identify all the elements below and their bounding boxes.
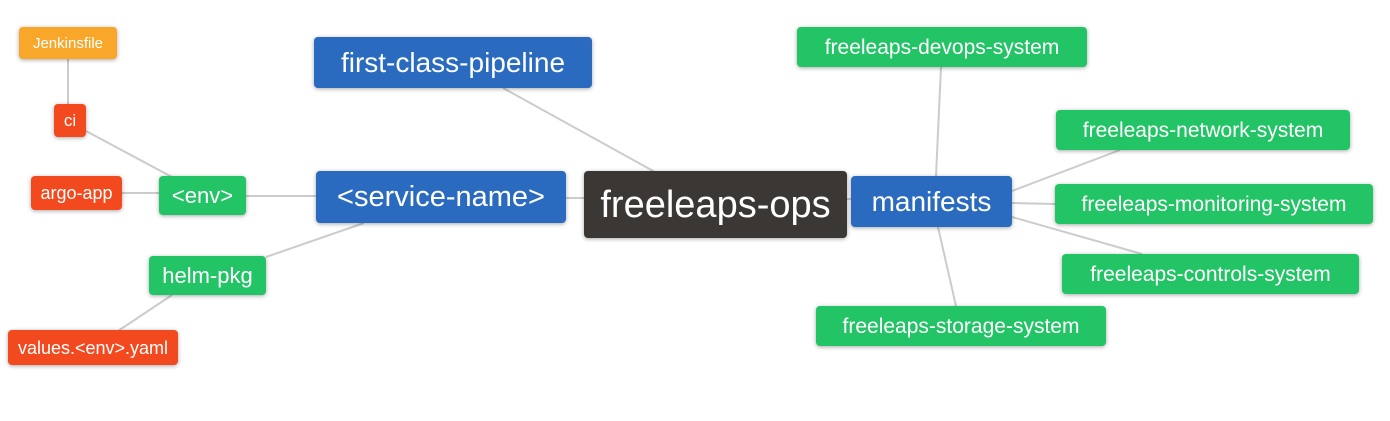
node-freeleaps-monitoring-system[interactable]: freeleaps-monitoring-system	[1055, 184, 1373, 224]
edge-manifests-to-freeleaps-monitoring-system	[1011, 202, 1056, 205]
node-label: freeleaps-storage-system	[842, 314, 1080, 338]
node-values-env-yaml[interactable]: values.<env>.yaml	[8, 330, 178, 365]
node-label: freeleaps-devops-system	[824, 35, 1060, 59]
node-freeleaps-ops[interactable]: freeleaps-ops	[584, 171, 847, 238]
node-label: ci	[63, 111, 77, 130]
node-helm-pkg[interactable]: helm-pkg	[149, 256, 266, 295]
edge-freeleaps-devops-system-to-manifests	[935, 66, 942, 177]
node-label: <env>	[171, 182, 234, 208]
node-jenkinsfile[interactable]: Jenkinsfile	[19, 27, 117, 59]
edge-values-env-yaml-to-helm-pkg	[117, 294, 173, 332]
node-argo-app[interactable]: argo-app	[31, 176, 122, 210]
node-freeleaps-controls-system[interactable]: freeleaps-controls-system	[1062, 254, 1359, 294]
node-ci[interactable]: ci	[54, 104, 86, 137]
node-label: values.<env>.yaml	[17, 337, 169, 358]
node-freeleaps-network-system[interactable]: freeleaps-network-system	[1056, 110, 1350, 150]
node-label: <service-name>	[337, 180, 545, 213]
node-manifests[interactable]: manifests	[851, 176, 1012, 227]
node-env[interactable]: <env>	[159, 176, 246, 215]
edge-ci-to-env	[85, 130, 173, 178]
node-label: argo-app	[40, 183, 113, 203]
node-label: freeleaps-network-system	[1082, 118, 1324, 142]
node-label: freeleaps-ops	[600, 183, 831, 226]
node-label: manifests	[871, 185, 992, 217]
node-label: helm-pkg	[162, 262, 253, 288]
node-label: freeleaps-controls-system	[1090, 262, 1331, 286]
node-label: freeleaps-monitoring-system	[1081, 192, 1347, 216]
node-label: first-class-pipeline	[340, 46, 566, 78]
edge-helm-pkg-to-service-name	[265, 222, 365, 258]
edge-manifests-to-freeleaps-storage-system	[937, 226, 957, 307]
node-service-name[interactable]: <service-name>	[316, 171, 566, 223]
node-first-class-pipeline[interactable]: first-class-pipeline	[314, 37, 592, 88]
edge-first-class-pipeline-to-freeleaps-ops	[502, 87, 656, 173]
node-label: Jenkinsfile	[32, 34, 104, 52]
node-freeleaps-storage-system[interactable]: freeleaps-storage-system	[816, 306, 1106, 346]
node-freeleaps-devops-system[interactable]: freeleaps-devops-system	[797, 27, 1087, 67]
